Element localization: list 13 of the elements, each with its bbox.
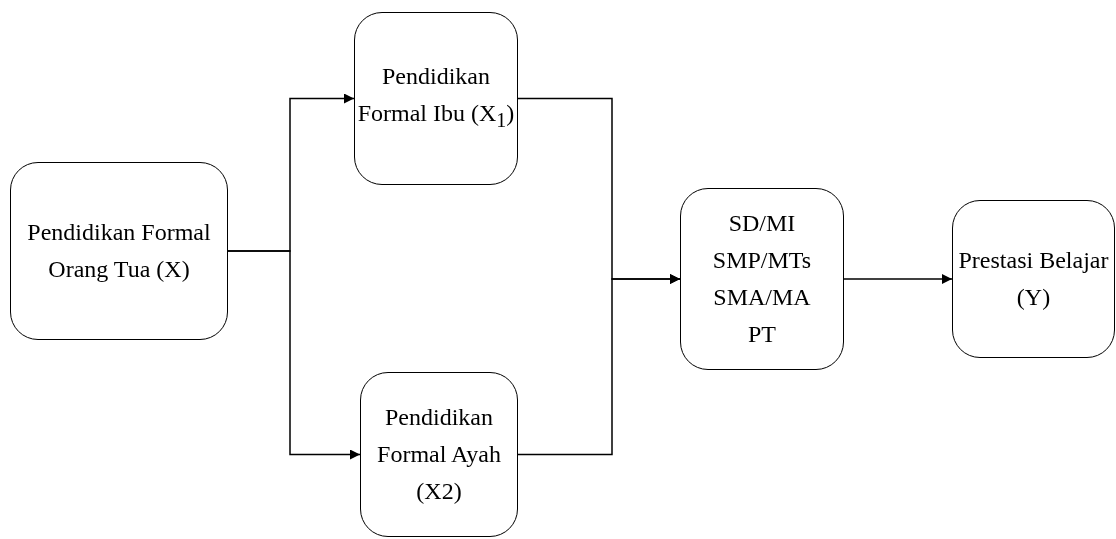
box-label: Prestasi Belajar (Y) <box>957 246 1110 312</box>
rounded-box <box>360 372 518 537</box>
rounded-box <box>10 162 228 340</box>
box-label: SD/MI SMP/MTs SMA/MA PT <box>711 209 813 349</box>
arrow <box>227 250 361 460</box>
box-label: Pendidikan Formal Ibu (X$_{1}$) <box>356 62 516 133</box>
rounded-box <box>952 200 1115 358</box>
box-label: Pendidikan Formal Orang Tua (X) <box>26 218 212 284</box>
rounded-box <box>680 188 844 370</box>
arrow <box>843 274 953 284</box>
rounded-box <box>354 12 518 185</box>
box-label: Pendidikan Formal Ayah (X2) <box>376 403 502 506</box>
arrow <box>517 274 681 456</box>
